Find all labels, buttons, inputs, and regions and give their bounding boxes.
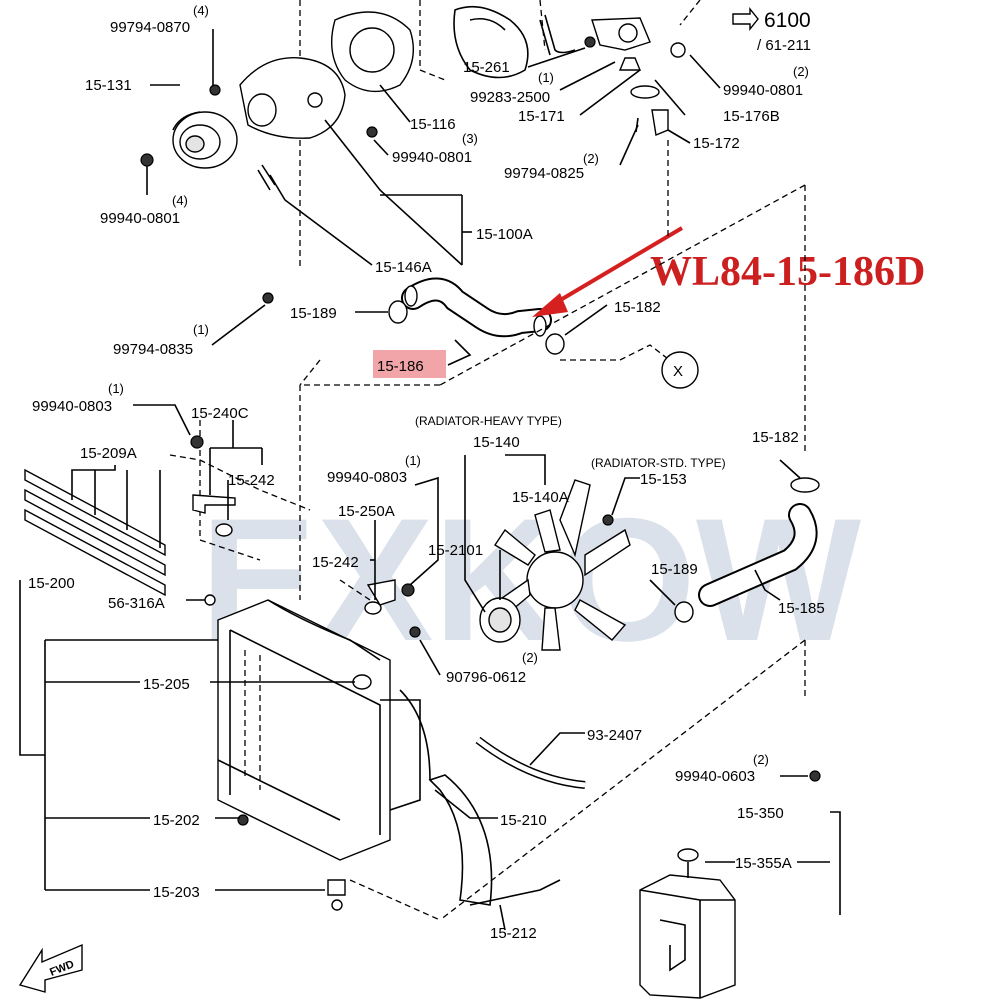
connector-circle bbox=[661, 351, 699, 389]
label-15-200: 15-200 bbox=[28, 575, 75, 592]
fan-shroud-lower bbox=[428, 774, 561, 906]
label-15-186: 15-186 bbox=[377, 358, 424, 375]
qty-99940-0801-top: (2) bbox=[793, 64, 809, 79]
label-99283-2500: 99283-2500 bbox=[470, 89, 550, 106]
label-99940-0803-left: 99940-0803 bbox=[32, 398, 112, 415]
label-99794-0835: 99794-0835 bbox=[113, 341, 193, 358]
arrow-right-icon bbox=[732, 7, 759, 31]
leader-lines bbox=[19, 29, 841, 931]
label-15-212: 15-212 bbox=[490, 925, 537, 942]
qty-99940-0801-left: (4) bbox=[172, 193, 188, 208]
red-pointer-arrow bbox=[532, 226, 684, 317]
qty-99283-2500: (1) bbox=[538, 70, 554, 85]
label-15-153: 15-153 bbox=[640, 471, 687, 488]
label-56-316a: 56-316A bbox=[108, 595, 165, 612]
coolant-reservoir bbox=[639, 770, 821, 999]
label-99794-0825: 99794-0825 bbox=[504, 165, 584, 182]
label-15-171: 15-171 bbox=[518, 108, 565, 125]
qty-99940-0603: (2) bbox=[753, 752, 769, 767]
reference-part-number: WL84-15-186D bbox=[650, 249, 925, 295]
note-std-type: (RADIATOR-STD. TYPE) bbox=[591, 456, 726, 470]
label-15-210: 15-210 bbox=[500, 812, 547, 829]
label-15-182-top: 15-182 bbox=[614, 299, 661, 316]
label-15-205: 15-205 bbox=[143, 676, 190, 693]
upper-radiator-hose: X bbox=[388, 277, 699, 389]
label-15-202: 15-202 bbox=[153, 812, 200, 829]
label-15-140: 15-140 bbox=[473, 434, 520, 451]
label-15-250a: 15-250A bbox=[338, 503, 395, 520]
label-99940-0603: 99940-0603 bbox=[675, 768, 755, 785]
label-99940-0801-mid: 99940-0801 bbox=[392, 149, 472, 166]
label-15-131: 15-131 bbox=[85, 77, 132, 94]
radiator bbox=[217, 599, 431, 911]
section-ref-text: / 61-211 bbox=[757, 37, 811, 54]
label-15-172: 15-172 bbox=[693, 135, 740, 152]
connector-symbol: X bbox=[673, 363, 683, 380]
label-15-189-top: 15-189 bbox=[290, 305, 337, 322]
label-99940-0803-mid: 99940-0803 bbox=[327, 469, 407, 486]
engine-block-outline bbox=[299, 0, 701, 81]
label-15-2101: 15-2101 bbox=[428, 542, 483, 559]
label-15-140a: 15-140A bbox=[512, 489, 569, 506]
label-93-2407: 93-2407 bbox=[587, 727, 642, 744]
label-15-261: 15-261 bbox=[463, 59, 510, 76]
label-99940-0801-top: 99940-0801 bbox=[723, 82, 803, 99]
qty-99940-0801-mid: (3) bbox=[462, 131, 478, 146]
section-number: 6100 bbox=[764, 9, 811, 32]
label-15-176b: 15-176B bbox=[723, 108, 780, 125]
radiator-brackets bbox=[190, 435, 421, 638]
label-15-242-top: 15-242 bbox=[228, 472, 275, 489]
label-15-209a: 15-209A bbox=[80, 445, 137, 462]
label-15-203: 15-203 bbox=[153, 884, 200, 901]
target-highlight bbox=[373, 350, 446, 378]
qty-90796-0612: (2) bbox=[522, 650, 538, 665]
label-15-355a: 15-355A bbox=[735, 855, 792, 872]
qty-99794-0870: (4) bbox=[193, 3, 209, 18]
label-15-146a: 15-146A bbox=[375, 259, 432, 276]
label-99940-0801-left: 99940-0801 bbox=[100, 210, 180, 227]
note-heavy-type: (RADIATOR-HEAVY TYPE) bbox=[415, 414, 562, 428]
water-pump-assembly bbox=[140, 11, 414, 304]
cooling-fan bbox=[479, 479, 631, 651]
qty-99794-0825: (2) bbox=[583, 151, 599, 166]
label-15-116: 15-116 bbox=[410, 116, 456, 133]
label-15-189-right: 15-189 bbox=[651, 561, 698, 578]
label-15-100a: 15-100A bbox=[476, 226, 533, 243]
label-99794-0870: 99794-0870 bbox=[110, 19, 190, 36]
assembly-guides bbox=[169, 140, 806, 921]
qty-99940-0803-mid: (1) bbox=[405, 453, 421, 468]
label-15-240c: 15-240C bbox=[191, 405, 249, 422]
section-reference: 6100 / 61-211 bbox=[732, 7, 811, 54]
label-15-350: 15-350 bbox=[737, 805, 784, 822]
overflow-hose bbox=[475, 736, 586, 789]
label-15-182-right: 15-182 bbox=[752, 429, 799, 446]
label-90796-0612: 90796-0612 bbox=[446, 669, 526, 686]
part-labels: (4) 99794-0870 15-131 15-261 (1) 99283-2… bbox=[28, 3, 825, 942]
lower-radiator-hose bbox=[674, 477, 820, 623]
qty-99940-0803-left: (1) bbox=[108, 381, 124, 396]
fwd-indicator: FWD bbox=[18, 943, 83, 993]
qty-99794-0835: (1) bbox=[193, 322, 209, 337]
label-15-185: 15-185 bbox=[778, 600, 825, 617]
label-15-242-mid: 15-242 bbox=[312, 554, 359, 571]
thermostat-housing bbox=[584, 17, 686, 136]
